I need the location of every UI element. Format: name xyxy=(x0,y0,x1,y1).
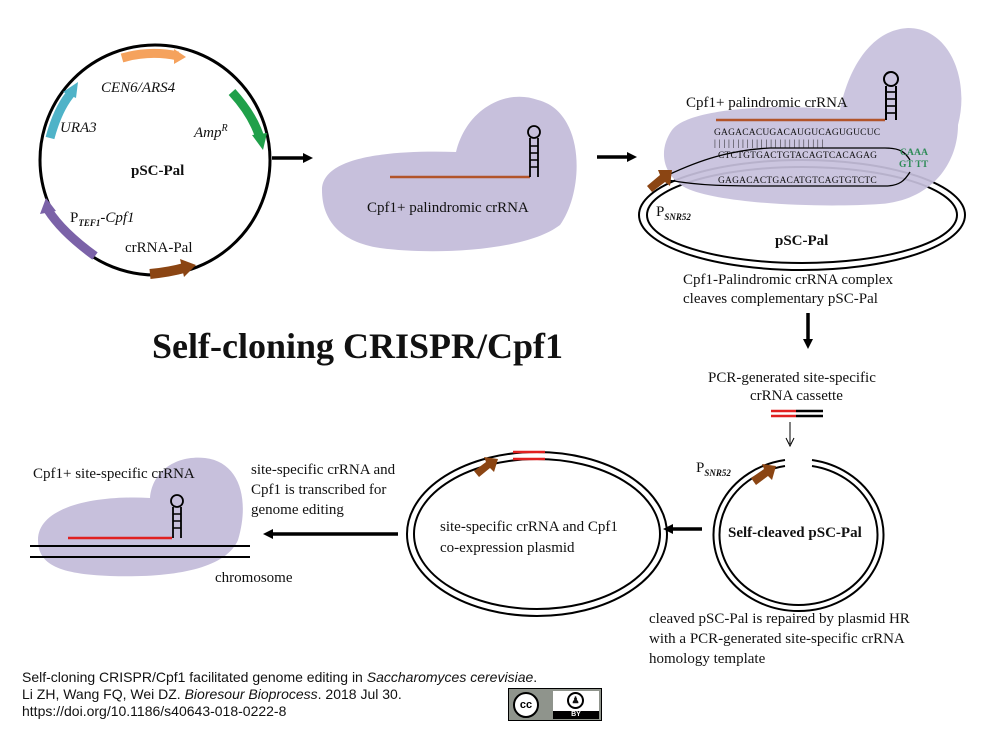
bound-complex-label: Cpf1+ palindromic crRNA xyxy=(686,95,848,111)
by-badge: ♟ BY xyxy=(553,691,599,719)
chromosome-label: chromosome xyxy=(215,570,293,586)
ptef-cpf1-arrowhead xyxy=(40,198,56,214)
promoter-arrow-coexp xyxy=(474,457,498,477)
coexpression-label: site-specific crRNA and Cpf1 co-expressi… xyxy=(440,519,622,556)
promoter-label: PSNR52 xyxy=(656,204,691,222)
cen-ars-arrowhead xyxy=(174,49,186,64)
seq-target-bottom: GAGACACTGACATGTCAGTGTCTC xyxy=(718,176,877,186)
step-text-pcr: PCR-generated site-specific crRNA casset… xyxy=(708,370,880,404)
label-ptef-cpf1: PTEF1-Cpf1 xyxy=(70,210,135,228)
citation-line-2: Li ZH, Wang FQ, Wei DZ. Bioresour Biopro… xyxy=(22,686,402,702)
target-dna-strand-bottom xyxy=(667,171,911,187)
self-cleaved-plasmid: PSNR52 Self-cleaved pSC-Pal xyxy=(696,459,885,613)
cen-ars-segment xyxy=(120,48,179,63)
ptef-cpf1-segment xyxy=(44,207,98,260)
crrna-hairpin-icon-bound xyxy=(883,71,899,120)
coexpression-plasmid: site-specific crRNA and Cpf1 co-expressi… xyxy=(406,450,668,617)
site-specific-crrna-insert xyxy=(513,450,545,461)
label-amp: AmpR xyxy=(193,123,228,141)
promoter-label-2: PSNR52 xyxy=(696,460,731,478)
final-complex-label: Cpf1+ site-specific crRNA xyxy=(33,466,195,482)
crrna-pal-arrowhead xyxy=(180,259,196,277)
ura3-arrowhead xyxy=(63,82,78,98)
self-cleaved-label: Self-cleaved pSC-Pal xyxy=(728,525,862,541)
label-ura3: URA3 xyxy=(60,120,97,136)
label-crrna-pal: crRNA-Pal xyxy=(125,240,193,256)
promoter-snr52-arrow xyxy=(647,170,672,192)
plasmid-name: pSC-Pal xyxy=(131,163,184,179)
bound-complex: Cpf1+ palindromic crRNA GAGACACUGACAUGUC… xyxy=(638,28,966,271)
repair-text: cleaved pSC-Pal is repaired by plasmid H… xyxy=(649,611,914,667)
transcribed-text: site-specific crRNA and Cpf1 is transcri… xyxy=(251,462,399,518)
amp-arrowhead xyxy=(252,133,267,150)
crrna-hairpin-icon xyxy=(527,125,541,177)
cpf1-protein-blob xyxy=(322,96,577,252)
by-label: BY xyxy=(553,711,599,719)
step-text-cleaves: Cpf1-Palindromic crRNA complex cleaves c… xyxy=(683,272,897,307)
citation-credit: Self-cloning CRISPR/Cpf1 facilitated gen… xyxy=(22,669,537,720)
seq-target-top: CTCTGTGACTGTACAGTCACAGAG xyxy=(718,151,877,161)
main-title: Self-cloning CRISPR/Cpf1 xyxy=(152,326,563,366)
target-dna-strand-top xyxy=(667,147,911,176)
label-cen-ars: CEN6/ARS4 xyxy=(101,80,176,96)
final-complex: Cpf1+ site-specific crRNA chromosome xyxy=(30,457,293,586)
cpf1-complex: Cpf1+ palindromic crRNA xyxy=(322,96,577,252)
cc-by-license-badge[interactable]: cc ♟ BY xyxy=(508,688,602,721)
crrna-hairpin-icon-final xyxy=(170,494,184,538)
bound-plasmid-name: pSC-Pal xyxy=(775,233,828,249)
citation-doi-link[interactable]: https://doi.org/10.1186/s40643-018-0222-… xyxy=(22,703,287,719)
self-cleaved-inner xyxy=(718,465,879,606)
pam-top: CAAA xyxy=(900,148,928,158)
seq-pairing: | | | | | | | | | | | | | | | | | | | | … xyxy=(714,139,824,149)
amp-segment xyxy=(228,88,265,140)
plasmid-map-psc-pal: CEN6/ARS4 AmpR URA3 pSC-Pal PTEF1-Cpf1 c… xyxy=(38,43,272,279)
crrna-pal-segment xyxy=(149,263,186,279)
cc-icon: cc xyxy=(513,692,539,718)
pam-bottom: GT TT xyxy=(899,160,929,170)
citation-line-1: Self-cloning CRISPR/Cpf1 facilitated gen… xyxy=(22,669,538,685)
crrna-cassette xyxy=(771,409,823,418)
attribution-person-icon: ♟ xyxy=(567,692,584,709)
complex-label: Cpf1+ palindromic crRNA xyxy=(367,200,529,216)
self-cleaved-outer xyxy=(712,459,885,613)
seq-crrna: GAGACACUGACAUGUCAGUGUCUC xyxy=(714,128,880,138)
promoter-snr52-arrow-2 xyxy=(751,464,776,485)
